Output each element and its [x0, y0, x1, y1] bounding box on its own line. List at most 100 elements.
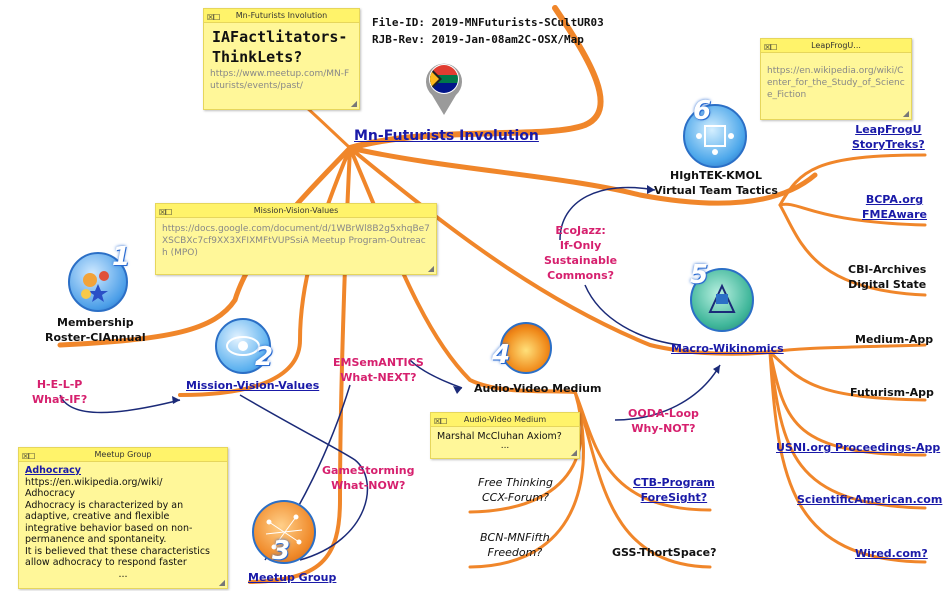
topic-line: Free Thinking	[478, 476, 553, 489]
resize-grip-icon[interactable]: ◢	[427, 264, 434, 273]
relation-gamestorming[interactable]: GameStorming What-NOW?	[322, 463, 414, 493]
topic-audio-video[interactable]: Audio-Video Medium	[474, 382, 602, 395]
icon-number: 4	[492, 340, 511, 370]
relation-arrowhead-emsem	[453, 386, 462, 394]
branch-line-bcpa	[778, 202, 927, 227]
relation-line-text: GameStorming	[322, 464, 415, 477]
relation-line-text: EcoJazz:	[555, 224, 606, 237]
topic-line: ForeSight?	[640, 491, 708, 504]
note-text[interactable]: https://docs.google.com/document/d/1WBrW…	[162, 224, 430, 258]
topic-mission-vision-values[interactable]: Mission-Vision-Values	[186, 379, 320, 392]
relation-line-text: Why-NOT?	[631, 422, 696, 435]
branch-line-header	[347, 5, 604, 151]
relation-emsemantics[interactable]: EMSemANTICS What-NEXT?	[333, 355, 424, 385]
note-title: Audio-Video Medium	[463, 415, 547, 424]
branch-line-sciam	[768, 350, 927, 510]
note-window-controls-icon[interactable]: ☒☐	[764, 43, 777, 52]
note-window-controls-icon[interactable]: ☒☐	[22, 452, 35, 461]
membership-icon: 1	[68, 242, 130, 312]
topic-bcpa[interactable]: BCPA.org FMEAware	[862, 192, 927, 222]
note-url[interactable]: https://www.meetup.com/MN-Futurists/even…	[210, 69, 350, 91]
central-topic[interactable]: Mn-Futurists Involution	[354, 128, 539, 144]
branch-line-medium	[768, 343, 927, 354]
topic-futurism-app[interactable]: Futurism-App	[850, 386, 934, 399]
relation-line-ecojazz	[559, 186, 656, 241]
note-titlebar[interactable]: ☒☐ Meetup Group	[19, 448, 227, 462]
topic-line: StoryTreks?	[852, 138, 925, 151]
topic-gss-thortspace[interactable]: GSS-ThortSpace?	[612, 546, 717, 559]
topic-line: HIghTEK-KMOL	[669, 169, 762, 182]
note-titlebar[interactable]: ☒☐ Mn-Futurists Involution	[204, 9, 359, 23]
note-titlebar[interactable]: ☒☐ Audio-Video Medium	[431, 413, 579, 427]
meetup-network-icon: 3	[252, 500, 316, 566]
topic-meetup-group[interactable]: Meetup Group	[248, 571, 337, 584]
audio-video-flame-icon: 4	[492, 322, 552, 374]
topic-macro-wikinomics[interactable]: Macro-Wikinomics	[671, 342, 784, 355]
note-url[interactable]: https://en.wikipedia.org/wiki/Center_for…	[767, 66, 905, 100]
icon-number: 3	[272, 536, 291, 566]
topic-medium-app[interactable]: Medium-App	[855, 333, 934, 346]
topic-membership[interactable]: Membership Roster-CIAnnual	[45, 315, 146, 345]
resize-grip-icon[interactable]: ◢	[570, 448, 577, 457]
topic-line: Freedom?	[487, 546, 543, 559]
note-window-controls-icon[interactable]: ☒☐	[434, 417, 447, 426]
resize-grip-icon[interactable]: ◢	[902, 109, 909, 118]
branch-line-wired	[768, 350, 927, 564]
note-line: It is believed that these characteristic…	[25, 545, 211, 569]
topic-line: Membership	[57, 316, 134, 329]
topic-cbi-archives[interactable]: CBI-Archives Digital State	[848, 262, 926, 292]
note-text[interactable]: Marshal McCluhan Axiom?	[437, 431, 562, 442]
revision: RJB-Rev: 2019-Jan-08am2C-OSX/Map	[372, 33, 584, 46]
relation-line-text: What-NEXT?	[340, 371, 417, 384]
resize-grip-icon[interactable]: ◢	[218, 578, 225, 587]
note-window-controls-icon[interactable]: ☒☐	[159, 208, 172, 217]
relation-line-text: Sustainable	[544, 254, 618, 267]
topic-ctb-program[interactable]: CTB-Program ForeSight?	[633, 475, 715, 505]
topic-line: Digital State	[848, 278, 927, 291]
relation-line-text: H-E-L-P	[36, 378, 83, 391]
topic-line: BCPA.org	[865, 193, 924, 206]
branch-line-cbi	[778, 203, 927, 297]
note-line: https://en.wikipedia.org/wiki/	[25, 476, 163, 488]
relation-line-text: EMSemANTICS	[333, 356, 424, 369]
topic-wired[interactable]: Wired.com?	[855, 547, 928, 560]
topic-bcn-mnfifth[interactable]: BCN-MNFifth Freedom?	[480, 530, 550, 560]
topic-leapfrogu[interactable]: LeapFrogU StoryTreks?	[852, 122, 925, 152]
note-link[interactable]: Adhocracy	[25, 465, 81, 476]
topic-free-thinking[interactable]: Free Thinking CCX-Forum?	[478, 475, 553, 505]
relation-arrowhead-ecojazz	[647, 185, 655, 194]
topic-line: BCN-MNFifth	[480, 531, 550, 544]
file-header: File-ID: 2019-MNFuturists-SCultUR03 RJB-…	[372, 14, 604, 48]
icon-number: 5	[690, 260, 709, 290]
note-leapfrog[interactable]: ☒☐ LeapFrogU... https://en.wikipedia.org/…	[760, 38, 912, 120]
note-title: LeapFrogU...	[811, 41, 861, 50]
relation-ecojazz[interactable]: EcoJazz: If-Only Sustainable Commons?	[544, 223, 617, 283]
note-line: Adhocracy	[25, 488, 75, 499]
topic-usni[interactable]: USNI.org Proceedings-App	[776, 441, 941, 454]
note-more[interactable]: ...	[500, 441, 510, 451]
topic-line: LeapFrogU	[855, 123, 922, 136]
note-mission[interactable]: ☒☐ Mission-Vision-Values https://docs.goo…	[155, 203, 437, 275]
note-title: Mn-Futurists Involution	[235, 11, 328, 20]
topic-scientific-american[interactable]: ScientificAmerican.com	[797, 493, 943, 506]
note-more[interactable]: ...	[118, 568, 128, 580]
note-audio[interactable]: ☒☐ Audio-Video Medium Marshal McCluhan Ax…	[430, 412, 580, 459]
branch-line-bcn	[468, 390, 585, 569]
note-window-controls-icon[interactable]: ☒☐	[207, 13, 220, 22]
note-futurists[interactable]: ☒☐ Mn-Futurists Involution IAFactlitators…	[203, 8, 360, 110]
resize-grip-icon[interactable]: ◢	[350, 99, 357, 108]
branch-line-hightek	[347, 145, 818, 206]
topic-hightek[interactable]: HIghTEK-KMOL Virtual Team Tactics	[654, 168, 778, 198]
note-heading: IAFactlitators-ThinkLets?	[212, 28, 348, 66]
note-title: Meetup Group	[94, 450, 152, 459]
note-titlebar[interactable]: ☒☐ LeapFrogU...	[761, 39, 911, 53]
note-meetup[interactable]: ☒☐ Meetup Group Adhocracy https://en.wiki…	[18, 447, 228, 589]
note-titlebar[interactable]: ☒☐ Mission-Vision-Values	[156, 204, 436, 218]
icon-number: 1	[112, 242, 131, 272]
note-title: Mission-Vision-Values	[253, 206, 339, 215]
relation-ooda-loop[interactable]: OODA-Loop Why-NOT?	[628, 406, 699, 436]
relation-help[interactable]: H-E-L-P What-IF?	[32, 377, 87, 407]
relation-line-ooda	[614, 364, 721, 421]
relation-line-help	[59, 394, 181, 414]
